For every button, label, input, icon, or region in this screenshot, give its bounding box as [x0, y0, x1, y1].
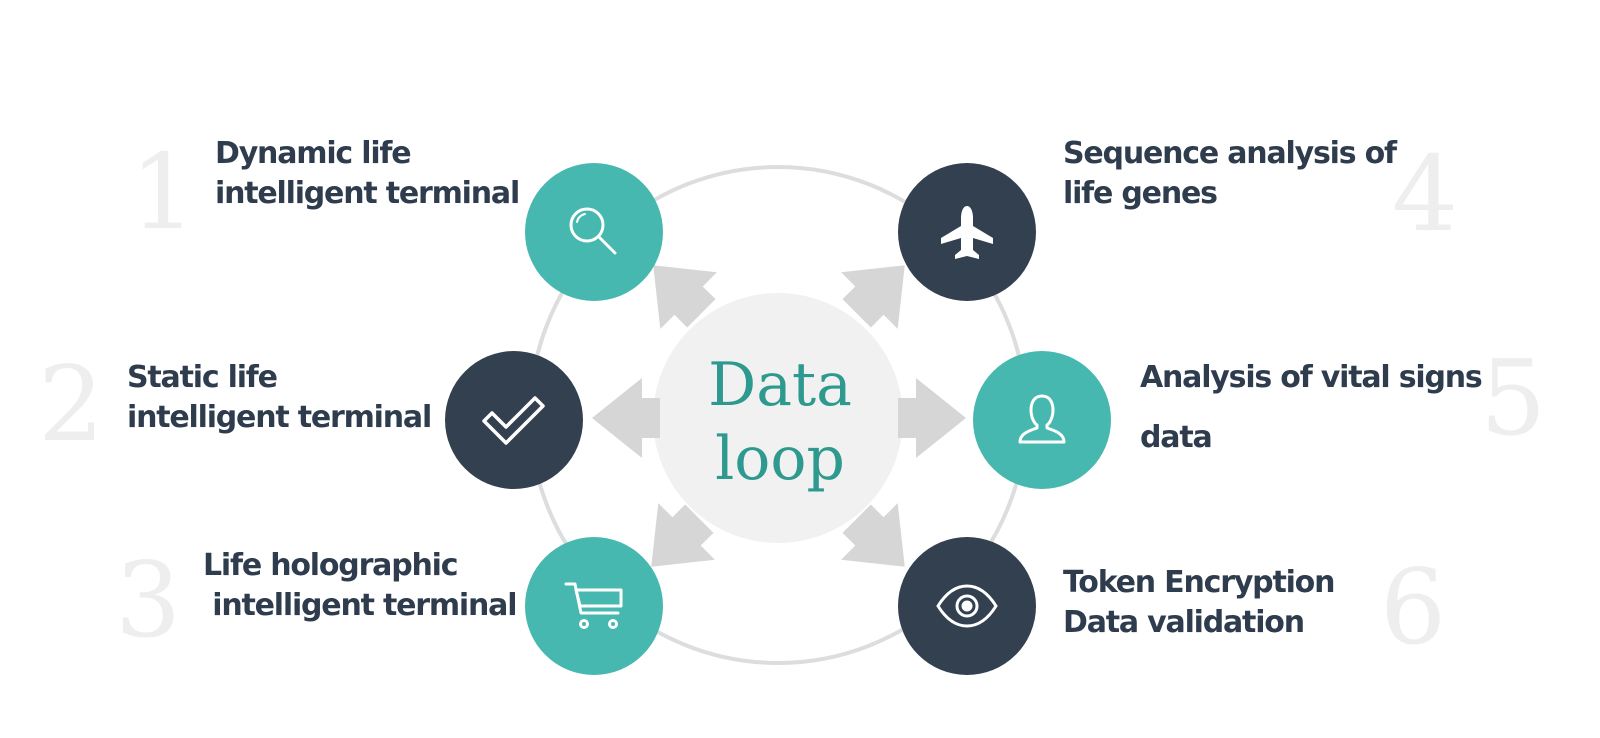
arrow-down-right	[841, 503, 905, 567]
check-icon	[482, 396, 545, 445]
item-label-5-line2: data	[1140, 420, 1213, 455]
node-1-circle	[525, 163, 663, 301]
arrow-up-right	[841, 265, 905, 329]
center-circle	[653, 293, 903, 543]
step-number-6: 6	[1380, 546, 1447, 668]
item-label-6-line2: Data validation	[1063, 605, 1305, 640]
user-icon	[1018, 394, 1066, 444]
airplane-icon	[941, 206, 993, 259]
node-5-circle	[973, 351, 1111, 489]
step-number-1: 1	[130, 131, 197, 253]
center-title: Data loop	[655, 348, 905, 496]
arrow-down-left	[651, 503, 715, 567]
item-label-5: Analysis of vital signs data	[1140, 348, 1483, 468]
item-label-4-line1: Sequence analysis of	[1063, 136, 1397, 171]
item-label-4: Sequence analysis of life genes	[1063, 134, 1397, 214]
item-label-6: Token Encryption Data validation	[1063, 563, 1335, 643]
item-label-1: Dynamic life intelligent terminal	[215, 134, 520, 214]
step-number-4: 4	[1392, 133, 1459, 255]
center-title-line1: Data	[708, 350, 852, 420]
item-label-3: Life holographic intelligent terminal	[203, 546, 517, 626]
item-label-3-line1: Life holographic	[203, 548, 459, 583]
eye-icon	[936, 584, 998, 628]
arrow-up-left	[653, 265, 717, 329]
item-label-2: Static life intelligent terminal	[127, 358, 432, 438]
item-label-2-line2: intelligent terminal	[127, 400, 432, 435]
center-title-line2: loop	[715, 424, 845, 494]
cart-icon	[564, 582, 623, 629]
step-number-3: 3	[115, 539, 182, 661]
item-label-6-line1: Token Encryption	[1063, 565, 1335, 600]
item-label-1-line2: intelligent terminal	[215, 176, 520, 211]
search-icon	[569, 207, 617, 255]
arrow-left	[592, 378, 660, 458]
item-label-5-line1: Analysis of vital signs	[1140, 360, 1483, 395]
item-label-3-line2: intelligent terminal	[203, 588, 517, 623]
item-label-2-line1: Static life	[127, 360, 278, 395]
item-label-4-line2: life genes	[1063, 176, 1218, 211]
step-number-2: 2	[38, 343, 105, 465]
arrow-right	[898, 378, 966, 458]
step-number-5: 5	[1480, 337, 1547, 459]
item-label-1-line1: Dynamic life	[215, 136, 412, 171]
